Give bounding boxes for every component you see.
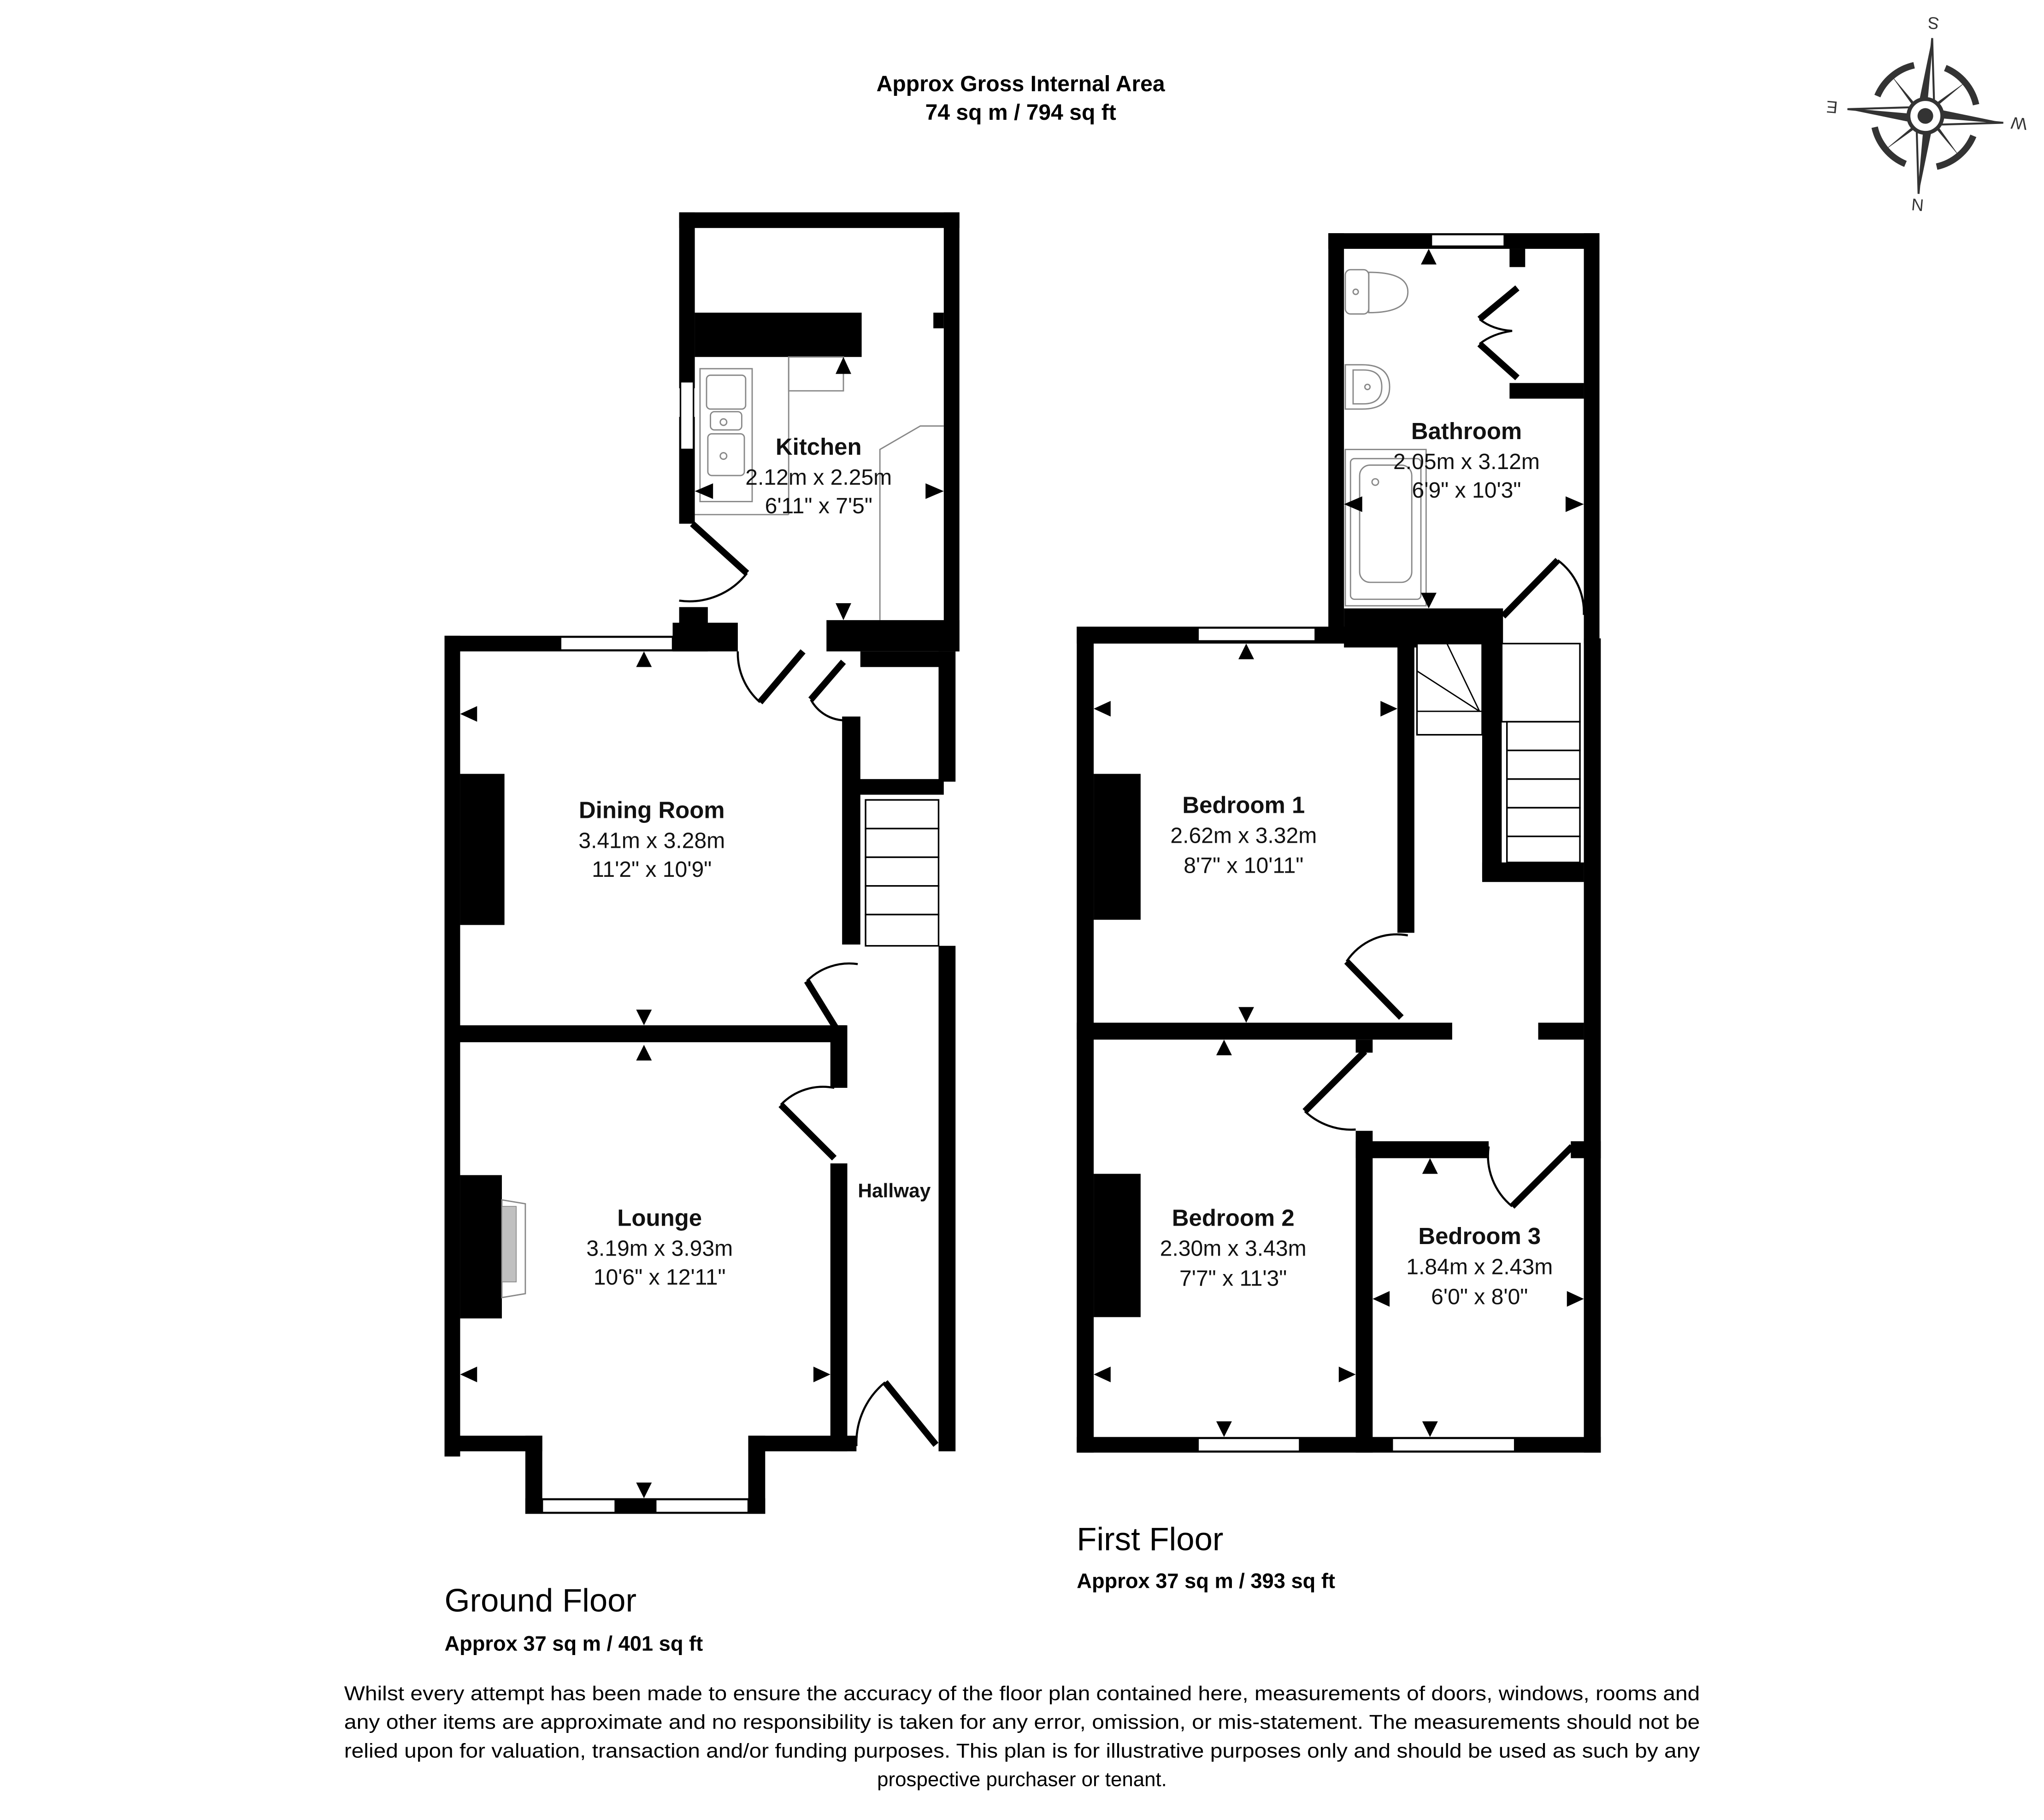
room-dim-metric-dining: 3.41m x 3.28m	[578, 828, 725, 853]
compass-west-label: W	[2010, 113, 2027, 134]
room-dim-metric-kitchen: 2.12m x 2.25m	[745, 465, 892, 490]
disclaimer-line-4: prospective purchaser or tenant.	[877, 1768, 1167, 1791]
gross-area-header: Approx Gross Internal Area 74 sq m / 794…	[877, 71, 1166, 125]
first-floor-area: Approx 37 sq m / 393 sq ft	[1077, 1569, 1335, 1593]
kitchen-back-door[interactable]	[690, 521, 749, 576]
ground-floor-plan: Hallway Kitchen 2.12m x 2.25m 6'11" x 7'…	[444, 212, 960, 1655]
washbasin-icon	[1344, 364, 1390, 410]
room-dim-imperial-bedroom3: 6'0" x 8'0"	[1431, 1284, 1528, 1309]
room-bedroom1: Bedroom 1 2.62m x 3.32m 8'7" x 10'11"	[1170, 792, 1317, 878]
dining-hall-door[interactable]	[804, 979, 841, 1034]
bedroom3-door[interactable]	[1509, 1144, 1575, 1209]
room-dim-imperial-dining: 11'2" x 10'9"	[592, 857, 712, 882]
kitchen-window	[679, 381, 695, 451]
room-dim-metric-bedroom2: 2.30m x 3.43m	[1160, 1236, 1307, 1261]
bedroom1-chimney-breast	[1094, 774, 1141, 920]
room-dim-imperial-bedroom1: 8'7" x 10'11"	[1184, 853, 1303, 878]
ground-floor-title: Ground Floor	[444, 1582, 636, 1619]
toilet-icon	[1344, 269, 1409, 315]
room-bathroom: Bathroom 2.05m x 3.12m 6'9" x 10'3"	[1393, 418, 1540, 503]
disclaimer: Whilst every attempt has been made to en…	[344, 1682, 1700, 1791]
room-label-bedroom3: Bedroom 3	[1418, 1223, 1541, 1249]
compass-rose-icon: N S W E	[1826, 13, 2028, 215]
room-dim-imperial-bathroom: 6'9" x 10'3"	[1412, 478, 1521, 503]
bedroom3-window	[1391, 1437, 1516, 1452]
room-label-dining: Dining Room	[579, 797, 725, 823]
lounge-bay-window-right	[655, 1498, 749, 1514]
room-bedroom2: Bedroom 2 2.30m x 3.43m 7'7" x 11'3"	[1160, 1205, 1307, 1291]
bath-icon	[1344, 449, 1427, 607]
disclaimer-line-3: relied upon for valuation, transaction a…	[344, 1739, 1700, 1762]
header-title: Approx Gross Internal Area	[877, 71, 1166, 96]
first-floor-title: First Floor	[1077, 1521, 1223, 1557]
room-dim-imperial-kitchen: 6'11" x 7'5"	[765, 493, 872, 518]
room-label-bedroom2: Bedroom 2	[1172, 1205, 1295, 1231]
first-floor-stairs	[1416, 643, 1581, 863]
room-dim-metric-bathroom: 2.05m x 3.12m	[1393, 449, 1540, 474]
room-dim-metric-bedroom3: 1.84m x 2.43m	[1406, 1254, 1553, 1279]
room-label-kitchen: Kitchen	[776, 434, 862, 460]
bedroom1-window	[1197, 627, 1316, 642]
dining-kitchen-door[interactable]	[757, 649, 806, 705]
ground-floor-area: Approx 37 sq m / 401 sq ft	[444, 1632, 703, 1655]
disclaimer-line-2: any other items are approximate and no r…	[344, 1711, 1700, 1733]
disclaimer-line-1: Whilst every attempt has been made to en…	[344, 1682, 1700, 1705]
lounge-bay-window-left	[541, 1498, 616, 1514]
bedroom1-door[interactable]	[1344, 959, 1404, 1020]
bathroom-window	[1430, 234, 1505, 247]
room-label-bathroom: Bathroom	[1411, 418, 1522, 444]
room-dim-metric-bedroom1: 2.62m x 3.32m	[1170, 823, 1317, 848]
dining-chimney-breast	[460, 774, 505, 925]
room-label-bedroom1: Bedroom 1	[1182, 792, 1305, 818]
compass-south-label: S	[1927, 13, 1940, 33]
kitchen-hall-door[interactable]	[808, 659, 846, 702]
room-lounge: Lounge 3.19m x 3.93m 10'6" x 12'11"	[586, 1205, 733, 1290]
bathroom-door[interactable]	[1501, 558, 1561, 619]
header-total-area: 74 sq m / 794 sq ft	[925, 100, 1116, 125]
room-label-lounge: Lounge	[617, 1205, 702, 1231]
compass-east-label: E	[1826, 97, 1838, 117]
cooker-hood	[788, 356, 844, 392]
lounge-hall-door[interactable]	[778, 1102, 837, 1161]
room-dim-imperial-lounge: 10'6" x 12'11"	[594, 1265, 726, 1290]
bedroom2-door[interactable]	[1302, 1049, 1367, 1114]
fireplace-icon	[501, 1199, 526, 1298]
room-dim-metric-lounge: 3.19m x 3.93m	[586, 1236, 733, 1261]
room-dining: Dining Room 3.41m x 3.28m 11'2" x 10'9"	[578, 797, 725, 882]
compass-north-label: N	[1911, 195, 1925, 215]
room-dim-imperial-bedroom2: 7'7" x 11'3"	[1179, 1266, 1287, 1291]
first-floor-plan: Bathroom 2.05m x 3.12m 6'9" x 10'3"	[1077, 233, 1601, 1593]
dining-window	[560, 636, 674, 651]
ground-floor-stairs	[865, 799, 940, 947]
room-kitchen: Kitchen 2.12m x 2.25m 6'11" x 7'5"	[745, 434, 892, 518]
bedroom2-window	[1197, 1437, 1301, 1452]
kitchen-sink-icon	[699, 368, 753, 502]
room-bedroom3: Bedroom 3 1.84m x 2.43m 6'0" x 8'0"	[1406, 1223, 1553, 1309]
airing-cupboard-door-upper[interactable]	[1477, 285, 1520, 322]
lounge-chimney-breast	[460, 1175, 502, 1319]
front-door[interactable]	[883, 1380, 939, 1447]
airing-cupboard-door-lower[interactable]	[1477, 341, 1520, 381]
room-label-hallway: Hallway	[858, 1180, 931, 1201]
bedroom2-chimney-breast	[1094, 1174, 1141, 1317]
